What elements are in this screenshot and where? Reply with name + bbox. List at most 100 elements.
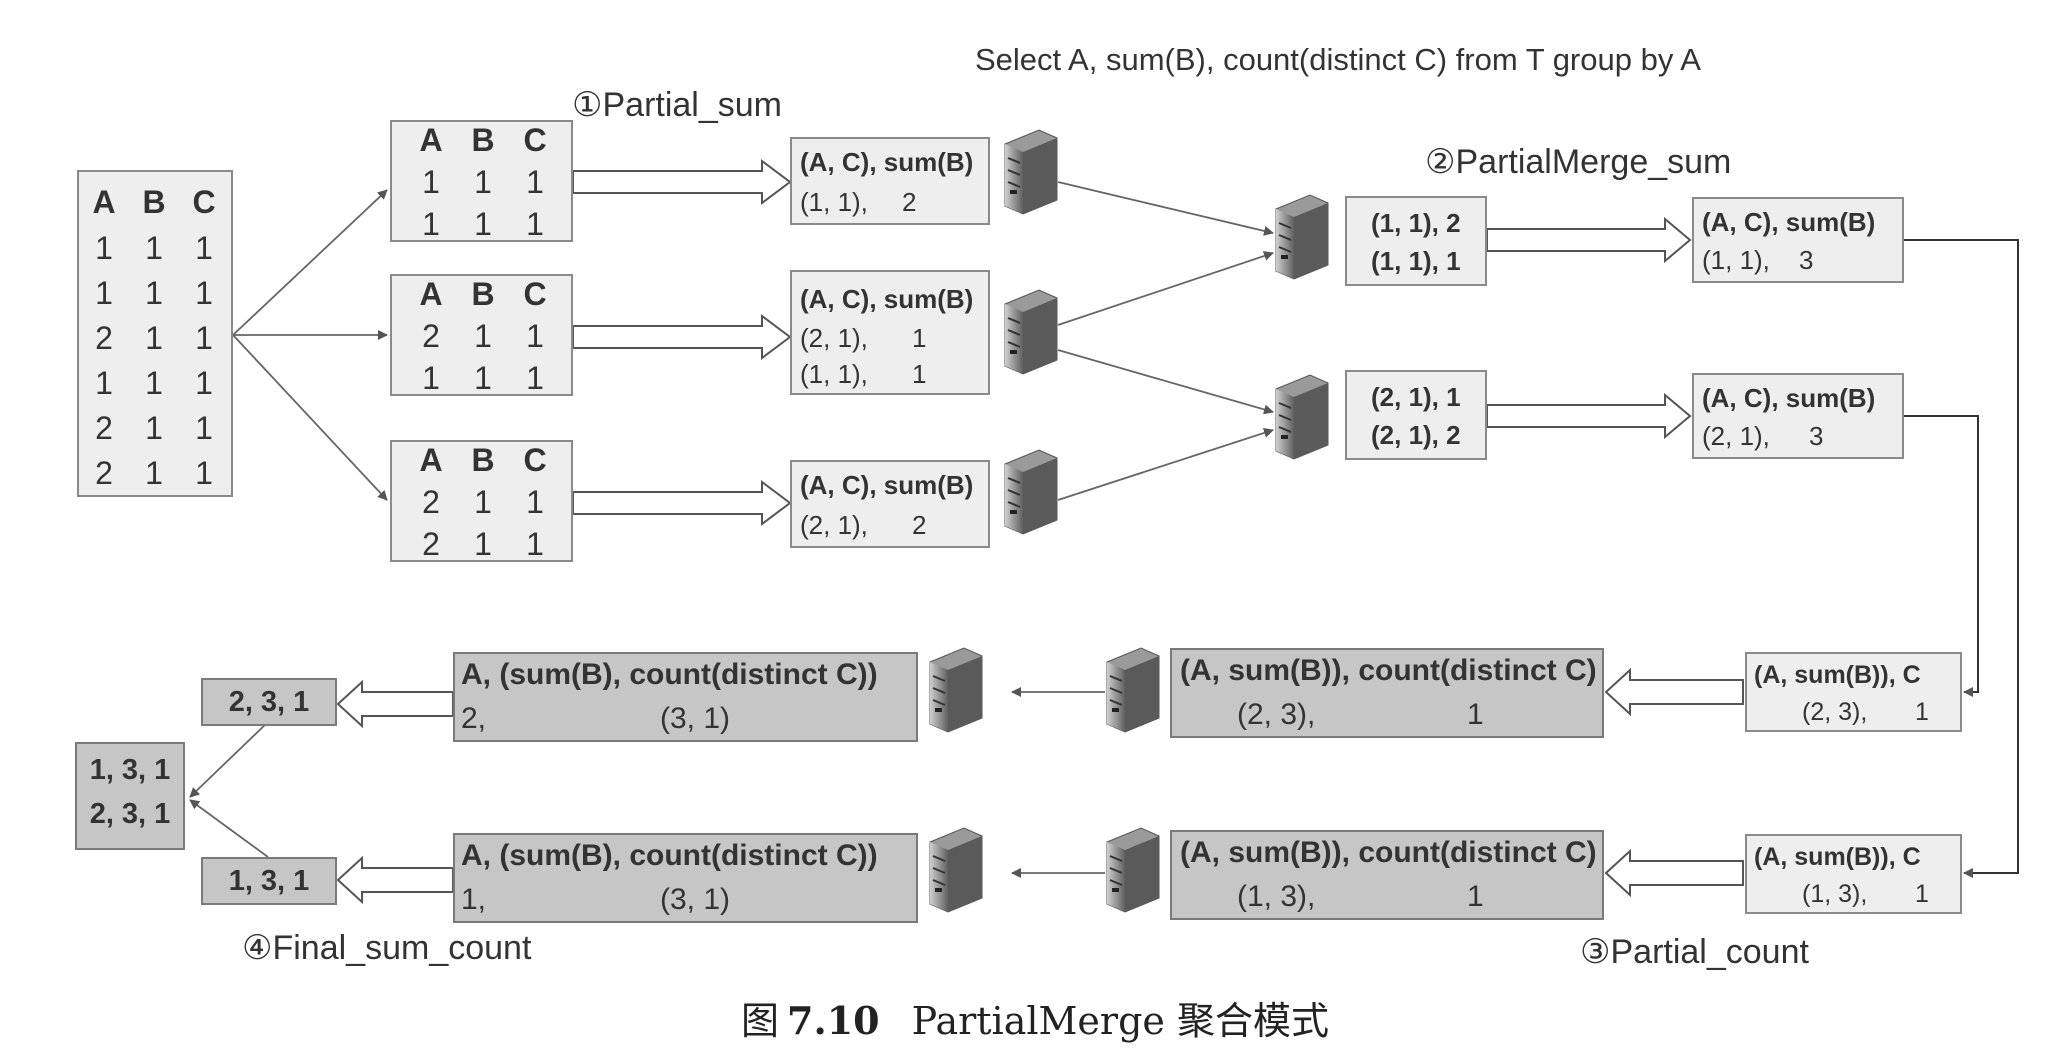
result-value: 2 bbox=[912, 510, 927, 540]
result-header: (A, C), sum(B) bbox=[1702, 207, 1876, 237]
result-value: 2 bbox=[902, 187, 917, 217]
result-value: 1 bbox=[1467, 880, 1484, 913]
table-cell: 2 bbox=[422, 484, 440, 520]
hollow-arrow-split3 bbox=[572, 480, 792, 526]
table-cell: 1 bbox=[195, 230, 213, 266]
result-key: (2, 1), bbox=[1702, 421, 1770, 451]
fanout-arrow-3 bbox=[232, 334, 388, 501]
table-cell: 1 bbox=[526, 164, 544, 200]
result-header: (A, sum(B)), count(distinct C) bbox=[1180, 836, 1597, 869]
shuffle-arrow-1 bbox=[1057, 181, 1274, 236]
count-input-2: (A, sum(B)), C (1, 3), 1 bbox=[1745, 834, 1962, 914]
table-cell: 1 bbox=[422, 206, 440, 242]
column-header: B bbox=[471, 442, 495, 478]
count-input-1: (A, sum(B)), C (2, 3), 1 bbox=[1745, 652, 1962, 732]
merge-result-1: (A, C), sum(B) (1, 1), 3 bbox=[1692, 197, 1904, 283]
table-cell: 1 bbox=[526, 484, 544, 520]
connector-merge2-to-count1 bbox=[1904, 415, 1979, 697]
column-header: A bbox=[92, 184, 116, 220]
table-cell: 1 bbox=[195, 275, 213, 311]
result-value: 1 bbox=[912, 323, 927, 353]
hollow-arrow-split2 bbox=[572, 314, 792, 360]
final-result-1: A, (sum(B), count(distinct C)) 2, (3, 1) bbox=[453, 652, 918, 742]
merge-input-row: (2, 1), 2 bbox=[1371, 420, 1461, 450]
count-result-1: (A, sum(B)), count(distinct C) (2, 3), 1 bbox=[1170, 648, 1604, 738]
server-icon bbox=[1004, 129, 1058, 215]
table-cell: 2 bbox=[422, 526, 440, 562]
output-row: 2, 3, 1 bbox=[89, 798, 171, 830]
stage-label-final-sum-count: ④Final_sum_count bbox=[242, 929, 532, 967]
result-value: 3 bbox=[1799, 245, 1814, 275]
column-header: C bbox=[192, 184, 216, 220]
result-key: 2, bbox=[461, 702, 487, 735]
final-output-value: 2, 3, 1 bbox=[228, 686, 310, 718]
column-header: B bbox=[471, 122, 495, 158]
result-key: (1, 1), bbox=[800, 187, 868, 217]
server-icon bbox=[929, 827, 983, 913]
server-icon bbox=[1106, 647, 1160, 733]
output-row: 1, 3, 1 bbox=[89, 754, 171, 786]
table-cell: 2 bbox=[95, 320, 113, 356]
server-icon bbox=[929, 647, 983, 733]
result-value: 3 bbox=[1809, 421, 1824, 451]
result-header: (A, sum(B)), C bbox=[1754, 661, 1921, 689]
table-cell: 1 bbox=[526, 206, 544, 242]
table-cell: 2 bbox=[95, 410, 113, 446]
output-table: 1, 3, 1 2, 3, 1 bbox=[75, 742, 185, 850]
hollow-arrow-count1 bbox=[1604, 667, 1744, 717]
table-cell: 1 bbox=[145, 455, 163, 491]
shuffle-arrow-2 bbox=[1057, 251, 1274, 326]
server-icon bbox=[1004, 289, 1058, 375]
partial-sum-result-3: (A, C), sum(B) (2, 1), 2 bbox=[790, 460, 990, 548]
result-value: 1 bbox=[912, 359, 927, 389]
caption-number: 7.10 bbox=[787, 998, 880, 1043]
table-cell: 1 bbox=[526, 318, 544, 354]
stage-label-partial-merge-sum: ②PartialMerge_sum bbox=[1425, 143, 1732, 181]
result-value: 1 bbox=[1915, 698, 1929, 726]
result-value: (3, 1) bbox=[660, 702, 731, 735]
result-key: (1, 3), bbox=[1237, 880, 1316, 913]
result-value: 1 bbox=[1467, 698, 1484, 731]
column-header: B bbox=[142, 184, 166, 220]
column-header: B bbox=[471, 276, 495, 312]
hollow-arrow-merge1 bbox=[1486, 216, 1692, 264]
column-header: A bbox=[419, 276, 443, 312]
final-output-1: 2, 3, 1 bbox=[201, 678, 337, 726]
table-cell: 1 bbox=[526, 526, 544, 562]
table-cell: 1 bbox=[145, 365, 163, 401]
shuffle-arrow-3 bbox=[1057, 349, 1274, 415]
table-cell: 1 bbox=[195, 320, 213, 356]
table-cell: 1 bbox=[474, 164, 492, 200]
table-cell: 1 bbox=[474, 318, 492, 354]
connector-merge1-to-count2 bbox=[1904, 239, 2019, 878]
table-cell: 1 bbox=[195, 455, 213, 491]
final-output-value: 1, 3, 1 bbox=[228, 865, 310, 897]
server-icon bbox=[1106, 827, 1160, 913]
merge-input-row: (1, 1), 2 bbox=[1371, 208, 1461, 238]
merge-input-1: (1, 1), 2 (1, 1), 1 bbox=[1345, 196, 1487, 286]
fanout-arrow-1 bbox=[232, 189, 388, 336]
table-cell: 1 bbox=[474, 206, 492, 242]
column-header: A bbox=[419, 122, 443, 158]
merge-result-2: (A, C), sum(B) (2, 1), 3 bbox=[1692, 373, 1904, 459]
column-header: C bbox=[523, 276, 547, 312]
column-header: A bbox=[419, 442, 443, 478]
result-key: (1, 1), bbox=[800, 359, 868, 389]
result-value: (3, 1) bbox=[660, 883, 731, 916]
table-cell: 1 bbox=[95, 365, 113, 401]
result-key: (1, 3), bbox=[1802, 880, 1868, 908]
server-icon bbox=[1275, 374, 1329, 460]
hollow-arrow-final1 bbox=[336, 679, 454, 729]
table-cell: 1 bbox=[145, 410, 163, 446]
result-header: A, (sum(B), count(distinct C)) bbox=[461, 658, 878, 691]
collect-arrow-1 bbox=[189, 721, 269, 798]
split-table-1: A B C 1 1 1 1 1 1 bbox=[390, 120, 573, 242]
result-key: (2, 1), bbox=[800, 510, 868, 540]
query-text: Select A, sum(B), count(distinct C) from… bbox=[975, 42, 1701, 77]
split-table-3: A B C 2 1 1 2 1 1 bbox=[390, 440, 573, 562]
result-header: (A, C), sum(B) bbox=[800, 284, 974, 314]
table-cell: 1 bbox=[95, 230, 113, 266]
